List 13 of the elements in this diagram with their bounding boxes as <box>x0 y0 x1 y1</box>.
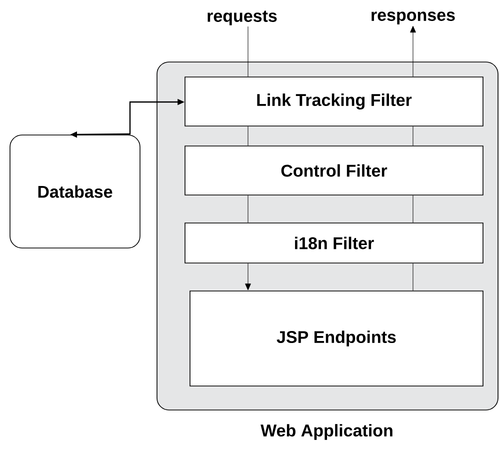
node-label: Web Application <box>260 424 392 440</box>
database-box: Database <box>10 134 140 248</box>
filter-box: Link Tracking Filter <box>184 76 484 126</box>
filter-box: i18n Filter <box>184 222 484 264</box>
flow-line <box>245 263 251 290</box>
flow-label: responses <box>372 12 455 24</box>
filter-box: JSP Endpoints <box>190 290 484 386</box>
flow-line <box>410 26 416 77</box>
filter-box: Control Filter <box>184 146 484 196</box>
flow-line <box>412 263 414 291</box>
flow-line <box>412 195 414 223</box>
flow-label: requests <box>208 10 277 26</box>
flow-line <box>412 126 414 146</box>
